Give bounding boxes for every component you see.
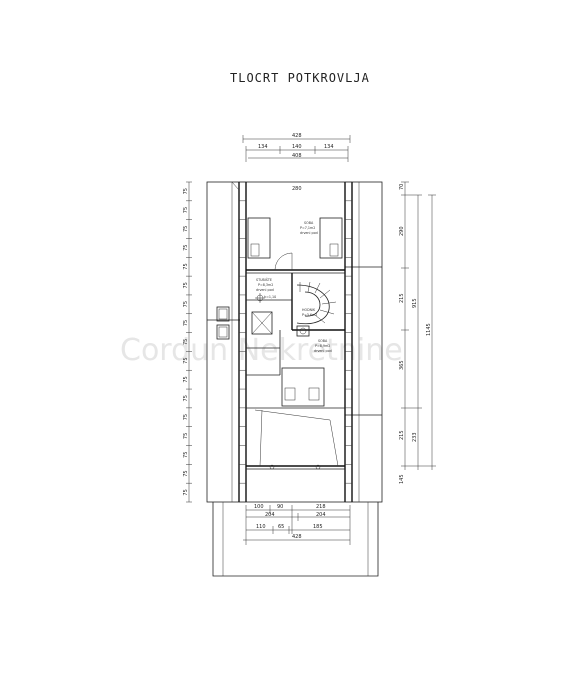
left-dim-label: 75	[183, 433, 189, 439]
dim-top-part-2: 140	[292, 144, 302, 150]
chimney	[251, 311, 273, 335]
skylights	[216, 306, 230, 340]
room-4-area: P=8,9m2	[315, 344, 330, 348]
room-4-floor: drveni pod	[314, 349, 332, 353]
room-2-floor: drveni pod	[256, 288, 274, 292]
bed-lower	[281, 367, 325, 407]
roof-outline	[206, 181, 383, 503]
dim-bottom-row3-1: 110	[256, 524, 266, 530]
dim-wall-top: 280	[292, 186, 302, 192]
left-wall	[231, 181, 247, 502]
left-dim-label: 75	[183, 301, 189, 307]
left-dim-label: 75	[183, 245, 189, 251]
left-dim-label: 75	[183, 414, 189, 420]
left-dimensions: 75 75 75 75 75 75 75 75 75 75 75 75 75 75 75 75 75	[183, 181, 192, 503]
left-dim-label: 75	[183, 188, 189, 194]
door-swing	[274, 252, 293, 271]
dim-right-6: 145	[399, 474, 405, 484]
interior-walls	[246, 269, 345, 470]
dim-top-part-3: 134	[324, 144, 334, 150]
dim-right-group-1: 915	[412, 298, 418, 308]
top-dimensions: 428 134 140 134 408	[242, 133, 351, 162]
dim-bottom-row2-1: 204	[265, 512, 275, 518]
dim-bottom-row2-2: 204	[316, 512, 326, 518]
dim-right-1: 70	[399, 184, 405, 190]
staircase	[296, 281, 337, 325]
bed-top-right	[319, 217, 343, 259]
watermark: Cordun Nekretnine	[120, 333, 403, 368]
left-dim-label: 75	[183, 339, 189, 345]
left-dim-label: 75	[183, 470, 189, 476]
dim-right-5: 215	[399, 430, 405, 440]
right-wall	[344, 182, 360, 502]
dim-bottom-part-1: 100	[254, 504, 264, 510]
left-dim-label: 75	[183, 320, 189, 326]
left-dim-label: 75	[183, 452, 189, 458]
room-2-name: STUBIŠTE	[256, 277, 272, 282]
sill-height-label: h=1,10	[264, 295, 276, 299]
plan-title: TLOCRT POTKROVLJA	[230, 71, 370, 85]
dim-top-part-1: 134	[258, 144, 268, 150]
left-dim-label: 75	[183, 263, 189, 269]
vent-box	[296, 325, 310, 337]
dim-bottom-part-2: 90	[277, 504, 283, 510]
room-1-area: P=7,1m2	[300, 226, 315, 230]
dim-right-4: 365	[399, 360, 405, 370]
dim-bottom-row3-2: 65	[278, 524, 284, 530]
room-1-floor: drveni pod	[300, 231, 318, 235]
left-dim-label: 75	[183, 357, 189, 363]
left-dim-label: 75	[183, 226, 189, 232]
dim-top-inner: 408	[292, 153, 302, 159]
left-dim-label: 75	[183, 207, 189, 213]
bed-top-left	[247, 217, 271, 259]
dim-right-2: 290	[399, 226, 405, 236]
lower-outline	[212, 502, 379, 577]
room-1-name: SOBA	[304, 221, 314, 225]
room-4-name: SOBA	[318, 339, 328, 343]
dim-bottom-total: 428	[292, 534, 302, 540]
left-dim-label: 75	[183, 282, 189, 288]
left-dim-label: 75	[183, 395, 189, 401]
room-2-area: P=8,3m2	[258, 283, 273, 287]
left-dim-label: 75	[183, 376, 189, 382]
dim-right-group-2: 233	[412, 432, 418, 442]
room-3-area: P=3,6m2	[302, 313, 317, 317]
sink-symbol	[255, 293, 265, 303]
right-dimensions: 70 290 215 365 215 145 915 233 1145	[399, 181, 436, 484]
dim-bottom-part-3: 218	[316, 504, 326, 510]
dim-top-total: 428	[292, 133, 302, 139]
rafter-ticks	[239, 181, 352, 503]
dim-right-3: 215	[399, 293, 405, 303]
dim-bottom-row3-3: 185	[313, 524, 323, 530]
bottom-dimensions: 100 90 218 204 204 110 65 185 428	[243, 504, 351, 545]
left-dim-label: 75	[183, 489, 189, 495]
room-3-name: HODNIK	[302, 308, 316, 312]
dim-right-total: 1145	[426, 323, 432, 336]
